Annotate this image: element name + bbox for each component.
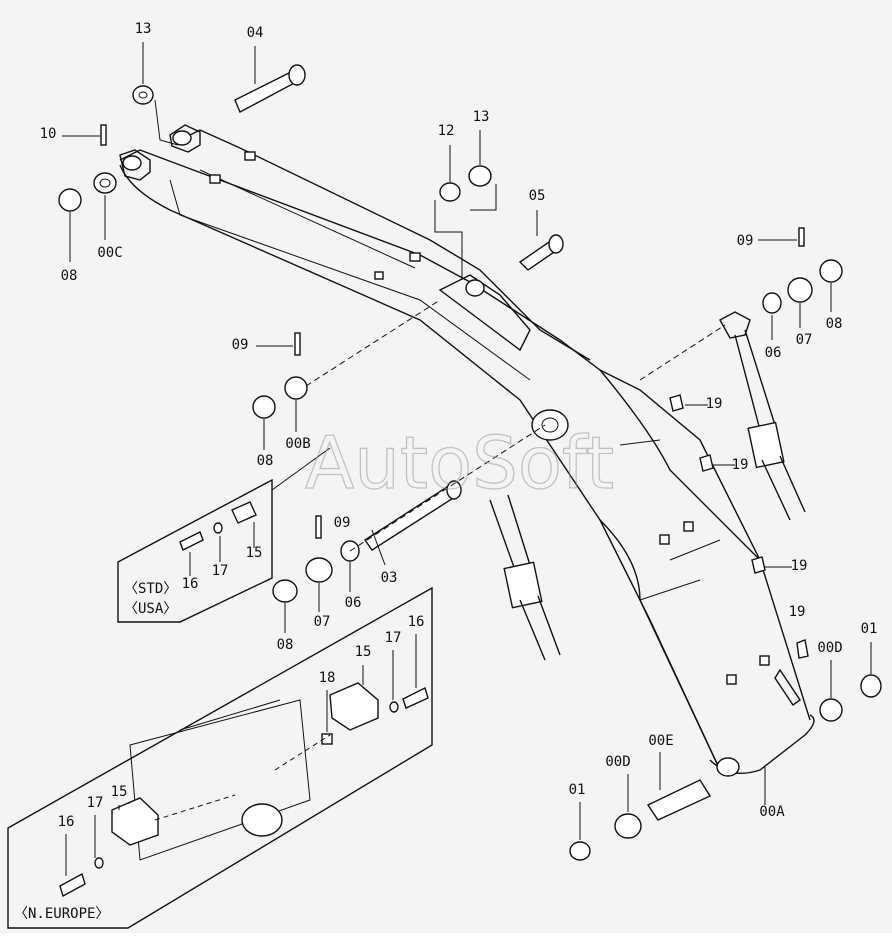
callout-c-04: 04 <box>247 25 264 41</box>
n-europe-detail <box>7 586 433 929</box>
foot-bore-right <box>172 130 192 146</box>
washer-17b <box>389 701 399 713</box>
bushing-00b <box>284 376 308 400</box>
pin-00e <box>646 779 712 821</box>
pin-09a <box>798 227 805 247</box>
arm-bracket-bore <box>465 279 485 297</box>
clip-18 <box>321 733 333 745</box>
bracket-15c <box>111 797 159 846</box>
tip-bore <box>716 757 740 777</box>
bushing-00c <box>93 172 117 194</box>
callout-labels: 13 04 10 12 13 05 08 00C 09 06 07 08 09 19 00B 08 19 09 15… <box>40 21 878 830</box>
ring-08d <box>272 579 298 603</box>
washer-06a <box>762 292 782 314</box>
callout-c-19b: 19 <box>732 457 749 473</box>
leader-lines <box>62 42 872 840</box>
pin-09c <box>315 515 322 539</box>
pin-09b <box>294 332 301 356</box>
callout-c-07b: 07 <box>314 614 331 630</box>
pin-10 <box>100 124 107 146</box>
washer-01-right <box>860 674 882 698</box>
washer-17c <box>94 857 104 869</box>
std-usa-detail <box>117 447 331 623</box>
clip-19c <box>751 556 766 574</box>
callout-c-12: 12 <box>438 123 455 139</box>
callout-c-06b: 06 <box>345 595 362 611</box>
callout-c-01-right: 01 <box>861 621 878 637</box>
boom-body <box>119 124 815 777</box>
callout-c-03: 03 <box>381 570 398 586</box>
callout-c-18: 18 <box>319 670 336 686</box>
ring-08c <box>252 395 276 419</box>
callout-c-19d: 19 <box>789 604 806 620</box>
callout-c-00d-left: 00D <box>605 754 630 770</box>
washer-01-left <box>569 841 591 861</box>
clip-19b <box>699 454 714 472</box>
bolt-16c <box>59 872 86 898</box>
washer-12 <box>439 182 461 202</box>
callout-c-17a: 17 <box>212 563 229 579</box>
callout-c-01-left: 01 <box>569 782 586 798</box>
callout-c-13b: 13 <box>473 109 490 125</box>
usa-label: 〈USA〉 <box>124 601 177 617</box>
callout-c-17c: 17 <box>87 795 104 811</box>
watermark: AutoSoft <box>305 421 614 505</box>
callout-c-19a: 19 <box>706 396 723 412</box>
callout-c-10: 10 <box>40 126 57 142</box>
callout-c-06a: 06 <box>765 345 782 361</box>
callout-c-16a: 16 <box>182 576 199 592</box>
callout-c-09c: 09 <box>334 515 351 531</box>
bushing-00d-left <box>614 813 642 839</box>
callout-c-08b: 08 <box>826 316 843 332</box>
loose-parts <box>58 64 882 861</box>
callout-c-00b: 00B <box>285 436 310 452</box>
clip-19a <box>669 394 684 412</box>
callout-c-16c: 16 <box>58 814 75 830</box>
callout-c-09b: 09 <box>232 337 249 353</box>
n-europe-label: 〈N.EUROPE〉 <box>14 906 109 922</box>
bushing-00d-right <box>819 698 843 722</box>
washer-13a <box>132 85 154 105</box>
bushing-07b <box>305 557 333 583</box>
bolt-16a <box>179 531 204 551</box>
clip-19d <box>796 639 809 659</box>
callout-c-08d: 08 <box>277 637 294 653</box>
callout-c-05: 05 <box>529 188 546 204</box>
washer-17a <box>213 522 223 534</box>
callout-c-17b: 17 <box>385 630 402 646</box>
callout-c-00d-right: 00D <box>817 640 842 656</box>
washer-13b <box>468 165 492 187</box>
ring-08a <box>58 188 82 212</box>
callout-c-07a: 07 <box>796 332 813 348</box>
callout-c-00a: 00A <box>759 804 785 820</box>
callout-c-08c: 08 <box>257 453 274 469</box>
callout-c-15b: 15 <box>355 644 372 660</box>
bolt-16b <box>402 687 429 709</box>
bracket-15b <box>329 682 379 731</box>
callout-c-15c: 15 <box>111 784 128 800</box>
callout-c-13a: 13 <box>135 21 152 37</box>
foot-bore-left <box>122 155 142 171</box>
ring-08b <box>819 259 843 283</box>
callout-c-15a: 15 <box>246 545 263 561</box>
bracket-15a <box>231 501 257 524</box>
callout-c-00c: 00C <box>97 245 122 261</box>
callout-c-16b: 16 <box>408 614 425 630</box>
hydraulic-cylinders <box>489 311 806 661</box>
callout-c-08a: 08 <box>61 268 78 284</box>
callout-c-09a: 09 <box>737 233 754 249</box>
callout-c-19c: 19 <box>791 558 808 574</box>
std-label: 〈STD〉 <box>124 581 177 597</box>
bushing-07a <box>787 277 813 303</box>
cylinder-bracket-bore <box>531 409 569 441</box>
callout-c-00e: 00E <box>648 733 673 749</box>
